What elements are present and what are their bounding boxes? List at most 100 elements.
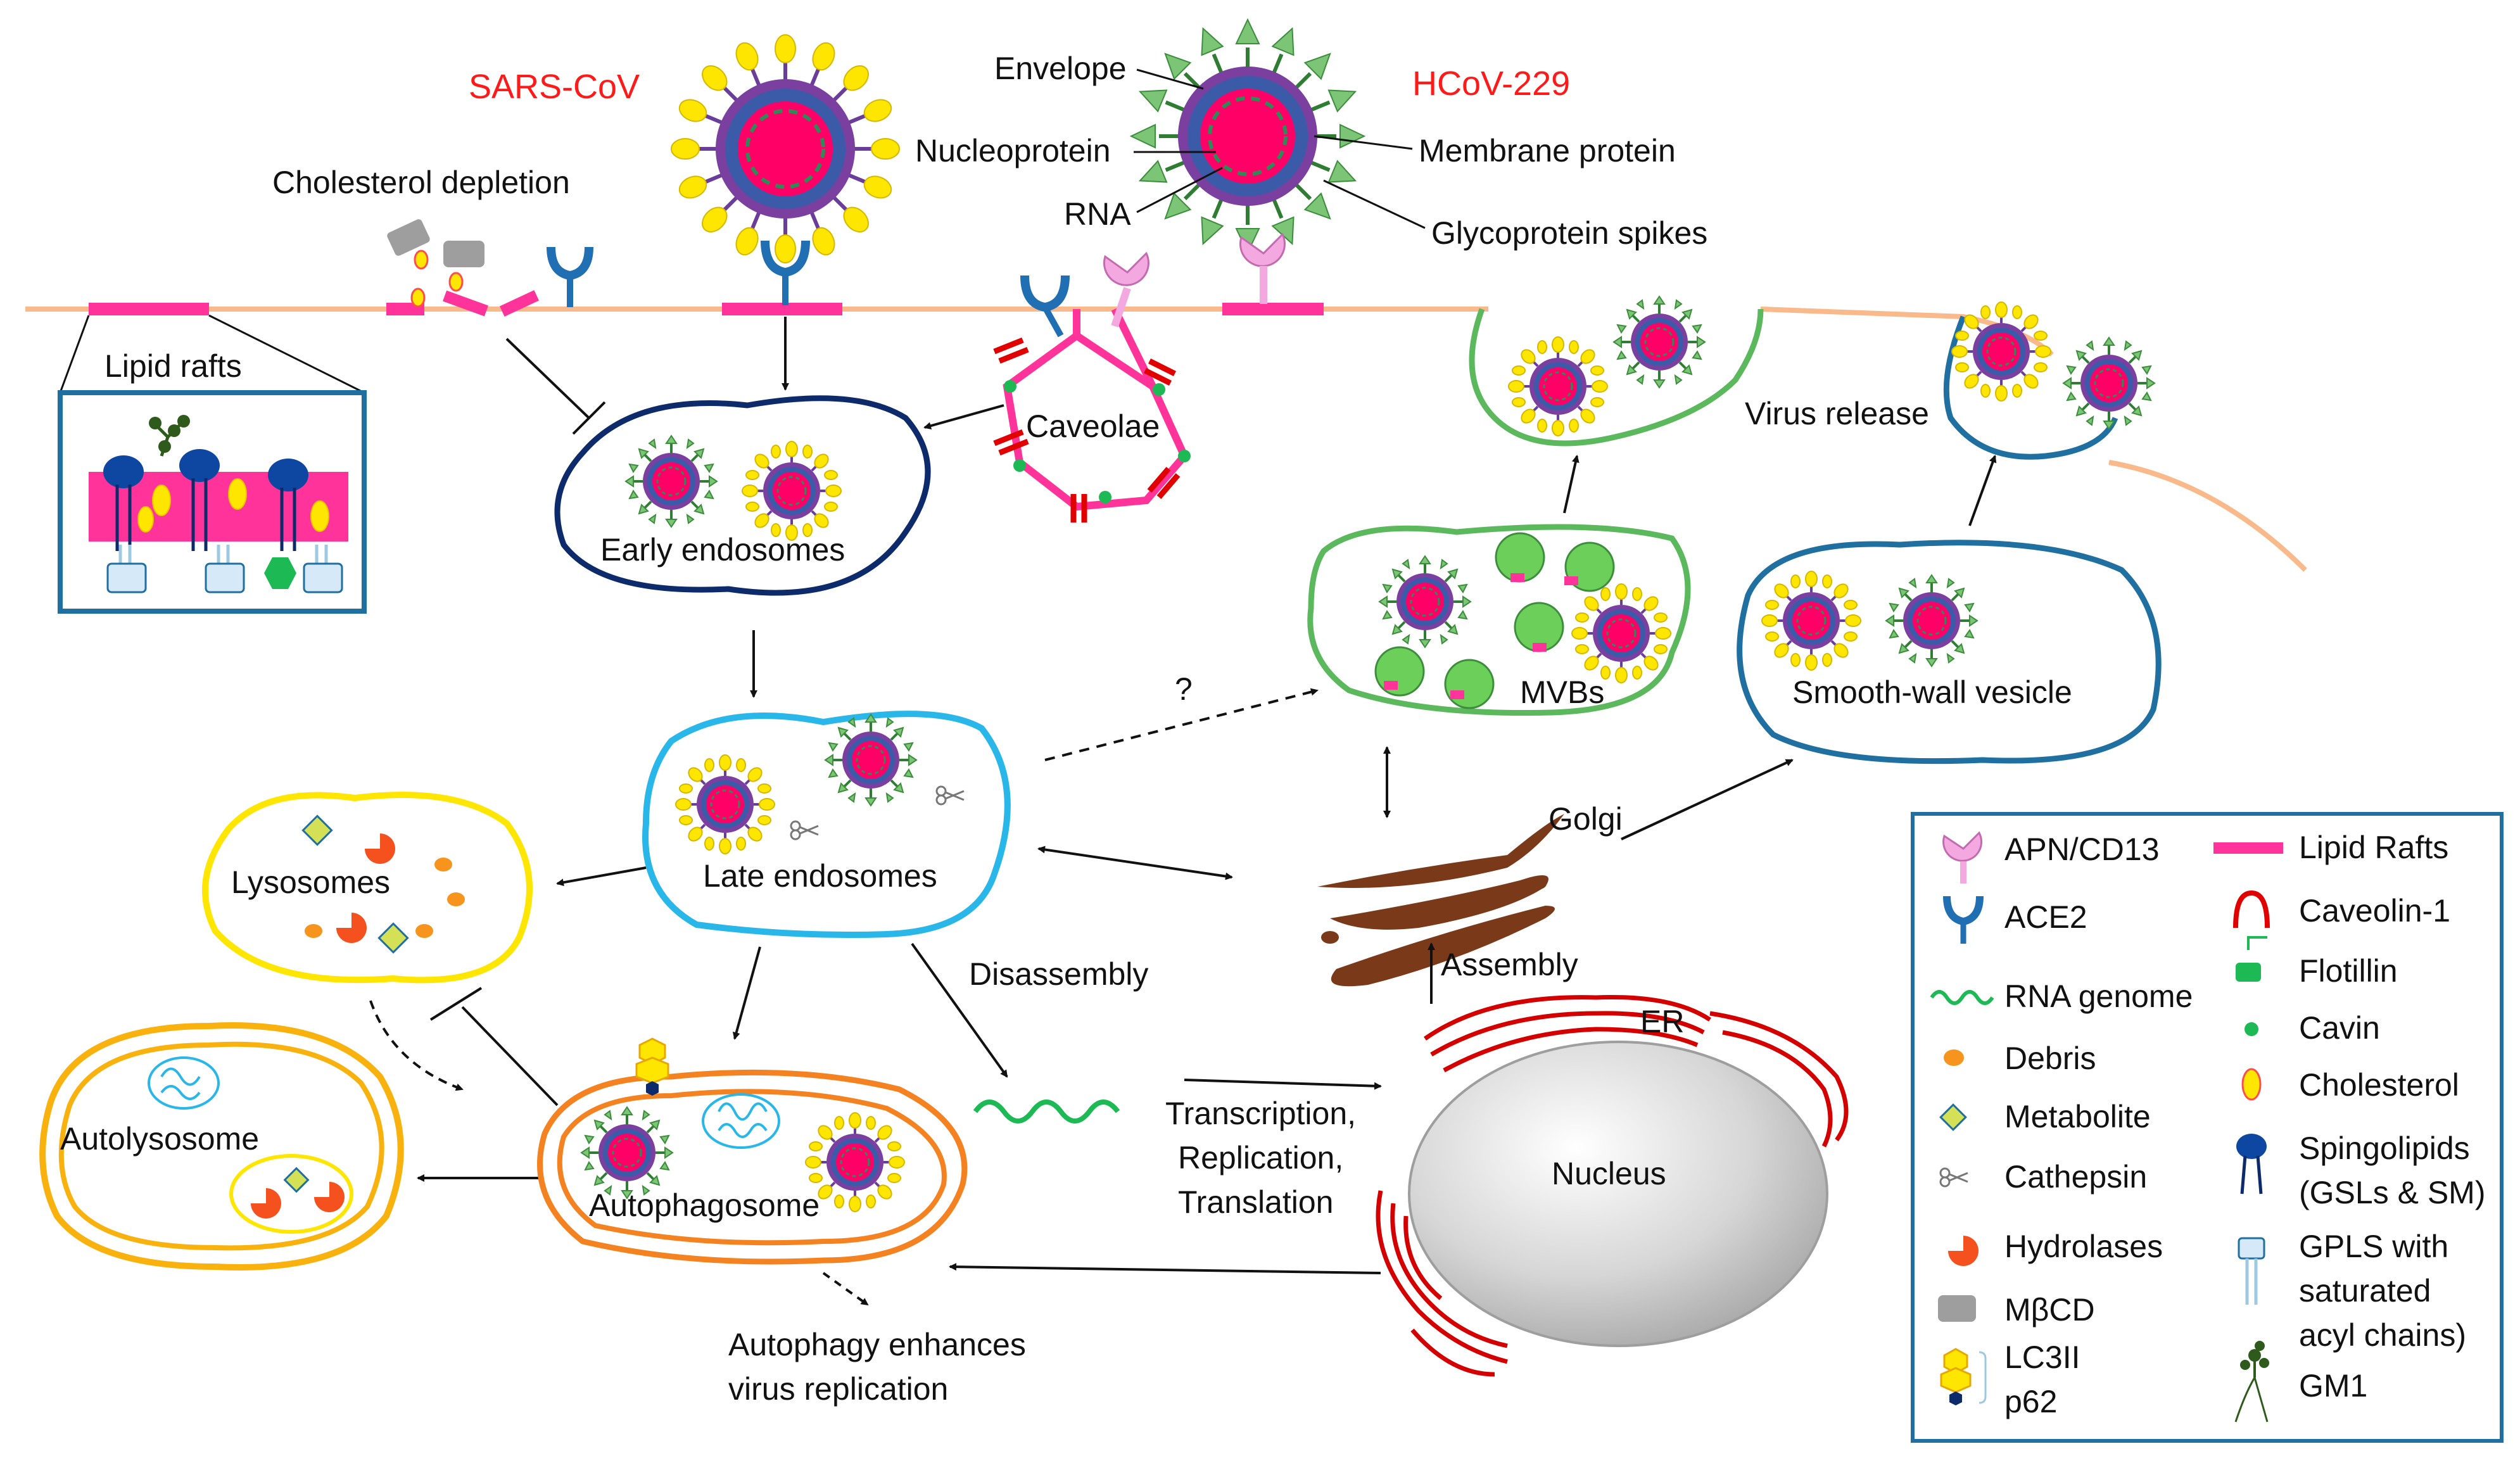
spike-stalk [721,194,740,213]
spike-stalk [831,84,850,103]
spike-head [1164,53,1192,80]
lysosome: Lysosomes [202,792,559,1106]
legend-cholesterol-icon [2241,1068,2262,1101]
spike-head [1129,124,1156,149]
question-label: ? [1175,671,1193,707]
autolysosome-label: Autolysosome [60,1121,259,1156]
late-endosome: Late endosomes ? Disassembly [556,671,1319,1078]
lipid-rafts-inset: Lipid rafts [58,314,367,614]
legend-debris: Debris [2004,1041,2096,1076]
smooth-wall-vesicle-label: Smooth-wall vesicle [1792,675,2072,710]
spike-stalk [1165,100,1187,113]
gpls-icon [118,545,328,564]
spike-head [812,42,835,71]
spike-head [871,138,900,160]
spike-head [1235,18,1260,44]
nucleus-label: Nucleus [1552,1156,1666,1191]
spike-head [735,227,759,256]
hcov-229-virion: HCoV-229 Envelope Nucleoprotein RNA Memb… [915,18,1707,304]
spike-stalk [1308,100,1331,113]
spike-stalk [1308,160,1331,172]
replication-label: Replication, [1178,1140,1343,1175]
rna-genome: Transcription, Replication, Translation [949,1079,1382,1274]
spike-stalk [1212,53,1224,76]
legend-ace2: ACE2 [2004,899,2087,935]
legend-hydrolases: Hydrolases [2004,1229,2163,1264]
late-endosomes-label: Late endosomes [703,858,937,894]
spike-head [1271,27,1295,56]
autophagy-note-line1: Autophagy enhances [728,1327,1026,1362]
envelope-label: Envelope [994,51,1127,86]
spike-stalk [749,66,762,89]
golgi-label: Golgi [1548,801,1623,837]
legend-mbcd: MβCD [2004,1292,2095,1327]
spike-stalk [809,66,821,89]
mvbs-label: MVBs [1520,675,1604,710]
legend-debris-icon [1944,1049,1964,1066]
ace2-receptor [547,246,593,307]
legend-ace2-icon [1943,896,1984,944]
spike-stalk [721,84,740,103]
spike-head [671,138,700,160]
spike-head [1138,160,1168,183]
lysosomes-label: Lysosomes [231,865,390,900]
gm1-icon [149,415,190,457]
legend-gm1-icon [2234,1341,2269,1422]
legend-gpls-icon [2238,1237,2265,1305]
legend-cavin: Cavin [2299,1010,2380,1046]
plasma-membrane [25,290,2307,572]
caveolae-label: Caveolae [1026,409,1160,444]
spike-stalk [1212,196,1224,219]
spike-stalk [845,113,868,125]
legend-lc3ii-p62-icon [1940,1348,1987,1405]
spike-head [1327,89,1357,113]
early-endosomes-label: Early endosomes [600,532,845,567]
spike-stalk [1293,182,1312,201]
legend-cathepsin: Cathepsin [2004,1159,2147,1194]
endoplasmic-reticulum [1376,994,1849,1377]
spike-stalk [1183,182,1202,201]
spike-stalk [1165,160,1187,172]
apn-receptor [1239,232,1286,304]
legend-flotillin-icon [2236,936,2267,982]
legend-lipid-rafts-icon [2213,842,2283,854]
ace2-receptor [1020,275,1070,338]
spike-head [843,206,869,232]
legend-apn: APN/CD13 [2004,832,2160,867]
sars-cov-virion: SARS-CoV [469,34,900,391]
golgi: Golgi Assembly [1317,746,1794,1004]
legend-caveolin-icon [2233,890,2270,928]
spike-head [775,234,796,263]
legend-mbcd-icon [1938,1295,1976,1322]
legend-metabolite-icon [1939,1103,1967,1131]
spike-stalk [1271,196,1284,219]
legend-gm1: GM1 [2299,1368,2367,1403]
er-label: ER [1640,1004,1684,1039]
spike-stalk [702,172,725,185]
legend-sphingolipid-icon [2236,1134,2267,1194]
cholesterol-depletion: Cholesterol depletion [272,165,606,435]
spike-head [775,34,796,63]
mitochondrion-icon [702,1093,780,1149]
legend-lipid-rafts: Lipid Rafts [2299,830,2448,865]
spike-head [863,99,892,122]
legend: APN/CD13 ACE2 RNA genome Debris Metaboli… [1911,812,2504,1443]
spike-head [812,227,835,256]
autophagy-note-line2: virus replication [728,1371,948,1407]
nucleoprotein-label: Nucleoprotein [915,133,1111,168]
legend-cholesterol: Cholesterol [2299,1067,2459,1103]
legend-gpls-1: GPLS with [2299,1229,2448,1264]
spike-stalk [702,113,725,125]
spike-stalk [831,194,850,213]
spike-head [1138,89,1168,113]
legend-rna-genome: RNA genome [2004,979,2193,1014]
apn-receptor [1103,251,1149,327]
transcription-label: Transcription, [1165,1096,1356,1131]
lipid-rafts-label: Lipid rafts [104,348,242,384]
autophagosome: Autophagosome Autophagy enhances virus r… [537,1037,1026,1407]
spike-head [1327,160,1357,183]
legend-apn-icon [1942,831,1983,884]
spike-head [735,42,759,71]
nucleus: Nucleus [1408,1041,1828,1347]
smooth-wall-vesicle: Smooth-wall vesicle [1737,455,2162,764]
